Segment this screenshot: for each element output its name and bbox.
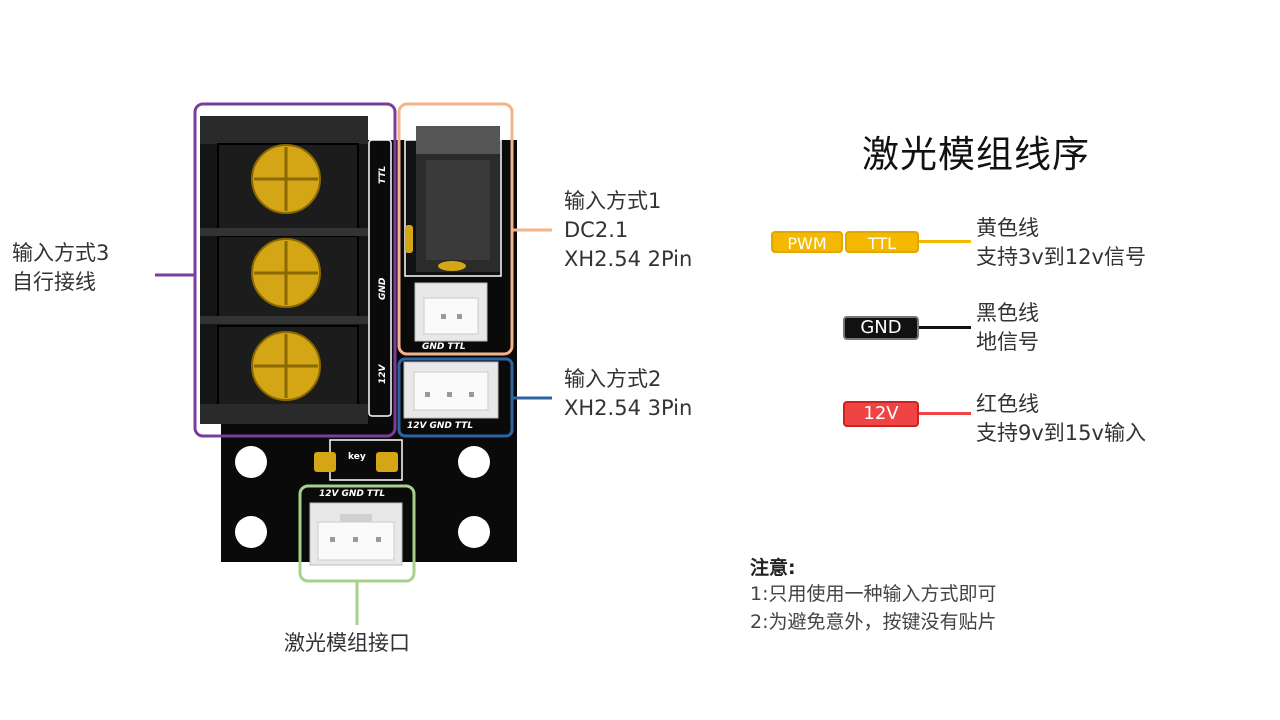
mounting-hole [235,516,267,548]
terminal-pin-label: GND [378,277,388,300]
xh2-pin-label: TTL [447,342,466,352]
key-pads [314,439,403,481]
xh3-pin-label: TTL [454,421,474,431]
dc-barrel-jack [404,126,502,277]
black-wire-description: 黑色线 地信号 [976,301,1039,354]
laser-pin-label: TTL [366,489,386,499]
wire-tag-ttl: TTL [845,231,919,253]
input-method1-label: 输入方式1 DC2.1 XH2.54 2Pin [564,189,693,271]
note-item: 2:为避免意外，按键没有贴片 [750,611,997,633]
wire-tag-12v: 12V [843,401,919,427]
wire-tag-gnd: GND [843,316,919,340]
xh3-pin-label: 12V [407,421,427,431]
notes-section: 注意: 1:只用使用一种输入方式即可 2:为避免意外，按键没有贴片 [750,553,997,636]
input-method2-label: 输入方式2 XH2.54 3Pin [564,367,693,420]
xh2-pin-label: GND [422,342,445,352]
terminal-pin-label: TTL [378,165,388,184]
key-label: key [348,452,366,462]
terminal-pin-label: 12V [378,364,388,385]
laser-pin-label: GND [341,489,364,499]
wire-tag-pwm: PWM [771,231,843,253]
yellow-wire-description: 黄色线 支持3v到12v信号 [976,216,1146,269]
screw-icon [251,144,321,214]
laser-pin-label: 12V [319,489,339,499]
xh254-2pin-connector [414,282,488,342]
mounting-hole [235,446,267,478]
xh254-3pin-connector [403,361,499,419]
xh3-pin-label: GND [429,421,452,431]
notes-heading: 注意: [750,557,796,579]
black-wire [919,326,971,329]
mounting-hole [458,516,490,548]
mounting-hole [458,446,490,478]
laser-module-connector [309,502,403,566]
screw-icon [251,331,321,401]
screw-icon [251,238,321,308]
laser-port-label: 激光模组接口 [284,631,410,655]
yellow-wire [919,240,971,243]
note-item: 1:只用使用一种输入方式即可 [750,583,997,605]
input-method3-highlight [193,102,397,438]
red-wire [919,412,971,415]
input-method3-label: 输入方式3 自行接线 [12,241,110,294]
page-title: 激光模组线序 [862,133,1090,176]
red-wire-description: 红色线 支持9v到15v输入 [976,392,1146,445]
